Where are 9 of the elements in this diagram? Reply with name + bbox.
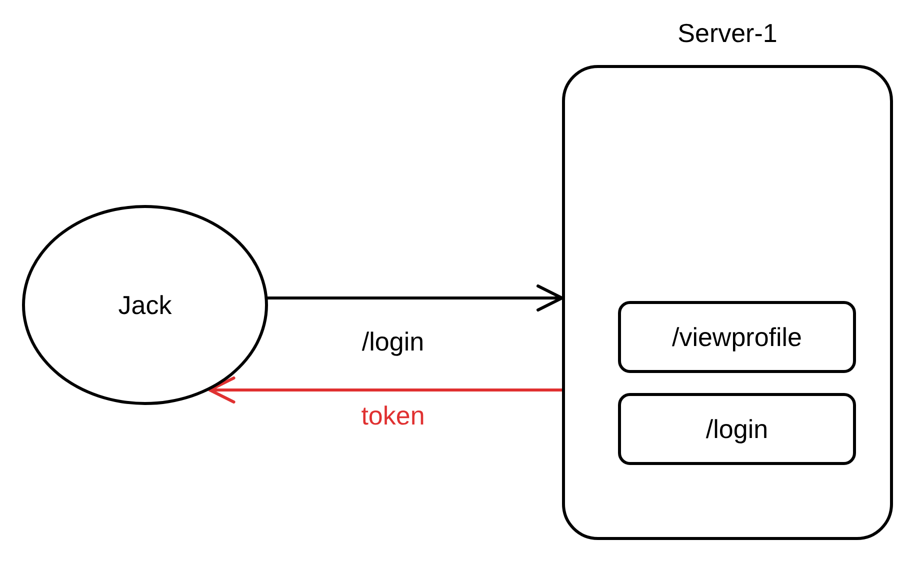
actor-name: Jack bbox=[118, 288, 172, 322]
endpoint-box bbox=[618, 393, 856, 465]
actor-circle bbox=[22, 205, 268, 405]
endpoint-label: /login bbox=[706, 412, 768, 446]
server-title: Server-1 bbox=[676, 17, 778, 50]
endpoint-box bbox=[618, 301, 856, 373]
arrow bbox=[266, 284, 564, 312]
endpoint-label: /viewprofile bbox=[672, 320, 802, 354]
arrow bbox=[208, 376, 564, 404]
